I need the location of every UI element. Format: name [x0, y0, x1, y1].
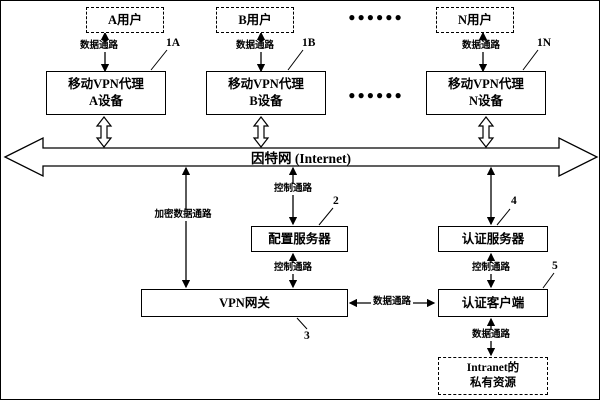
pointer-ref-1b — [287, 49, 304, 71]
config-server-box: 配置服务器 — [251, 226, 348, 252]
edge-proxy-n-internet — [477, 116, 495, 148]
label-data-path-b: 数据通路 — [233, 41, 277, 52]
proxy-a-line1: 移动VPN代理 — [68, 77, 144, 91]
ref-1b: 1B — [302, 37, 316, 49]
ref-1n: 1N — [537, 37, 552, 49]
ref-1a: 1A — [166, 37, 181, 49]
proxy-b-line2: B设备 — [249, 94, 283, 108]
user-a-box: A用户 — [86, 7, 164, 33]
proxy-n-line1: 移动VPN代理 — [448, 77, 524, 91]
ref-3: 3 — [304, 330, 310, 342]
pointer-ref-1a — [150, 49, 168, 71]
config-server-label: 配置服务器 — [268, 231, 331, 246]
user-b-box: B用户 — [216, 7, 294, 33]
proxy-a-line2: A设备 — [88, 94, 124, 108]
intranet-resource-box: Intranet的 私有资源 — [438, 357, 548, 395]
label-encrypted-data-path: 加密数据通路 — [152, 210, 214, 221]
proxy-b-box: 移动VPN代理 B设备 — [206, 71, 326, 115]
pointer-ref-4 — [496, 208, 511, 226]
vpn-gateway-label: VPN网关 — [219, 295, 270, 310]
auth-client-box: 认证客户端 — [438, 289, 548, 317]
label-data-path-gateway-client: 数据通路 — [370, 297, 414, 308]
label-data-path-client-intranet: 数据通路 — [469, 330, 513, 341]
vpn-gateway-box: VPN网关 — [141, 289, 348, 317]
pointer-ref-2 — [318, 207, 334, 226]
auth-client-label: 认证客户端 — [461, 295, 525, 310]
proxy-b-line1: 移动VPN代理 — [228, 77, 304, 91]
auth-server-label: 认证服务器 — [461, 231, 525, 246]
ref-4: 4 — [511, 195, 517, 207]
auth-server-box: 认证服务器 — [438, 226, 548, 252]
pointer-ref-1n — [522, 49, 539, 71]
ellipsis-proxies: ●●●●●● — [348, 88, 404, 102]
ref-5: 5 — [552, 260, 558, 272]
internet-label: 因特网 (Internet) — [250, 151, 352, 166]
label-control-path-right: 控制通路 — [469, 263, 513, 274]
proxy-n-box: 移动VPN代理 N设备 — [426, 71, 546, 115]
label-data-path-a: 数据通路 — [77, 41, 121, 52]
intranet-line1: Intranet的 — [466, 362, 520, 374]
pointer-ref-3 — [296, 317, 308, 330]
edge-proxy-a-internet — [95, 116, 113, 148]
intranet-line2: 私有资源 — [470, 377, 516, 389]
user-n-label: N用户 — [457, 12, 493, 27]
proxy-n-line2: N设备 — [468, 94, 504, 108]
label-control-path-top: 控制通路 — [271, 184, 315, 195]
user-b-label: B用户 — [238, 12, 272, 27]
ref-2: 2 — [333, 195, 339, 207]
label-data-path-n: 数据通路 — [459, 41, 503, 52]
ellipsis-users: ●●●●●● — [348, 10, 404, 24]
user-n-box: N用户 — [436, 7, 514, 33]
proxy-a-box: 移动VPN代理 A设备 — [46, 71, 166, 115]
internet-backbone-arrow — [3, 136, 599, 178]
user-a-label: A用户 — [107, 12, 143, 27]
pointer-ref-5 — [542, 272, 555, 289]
label-control-path-middle: 控制通路 — [271, 263, 315, 274]
edge-proxy-b-internet — [252, 116, 270, 148]
